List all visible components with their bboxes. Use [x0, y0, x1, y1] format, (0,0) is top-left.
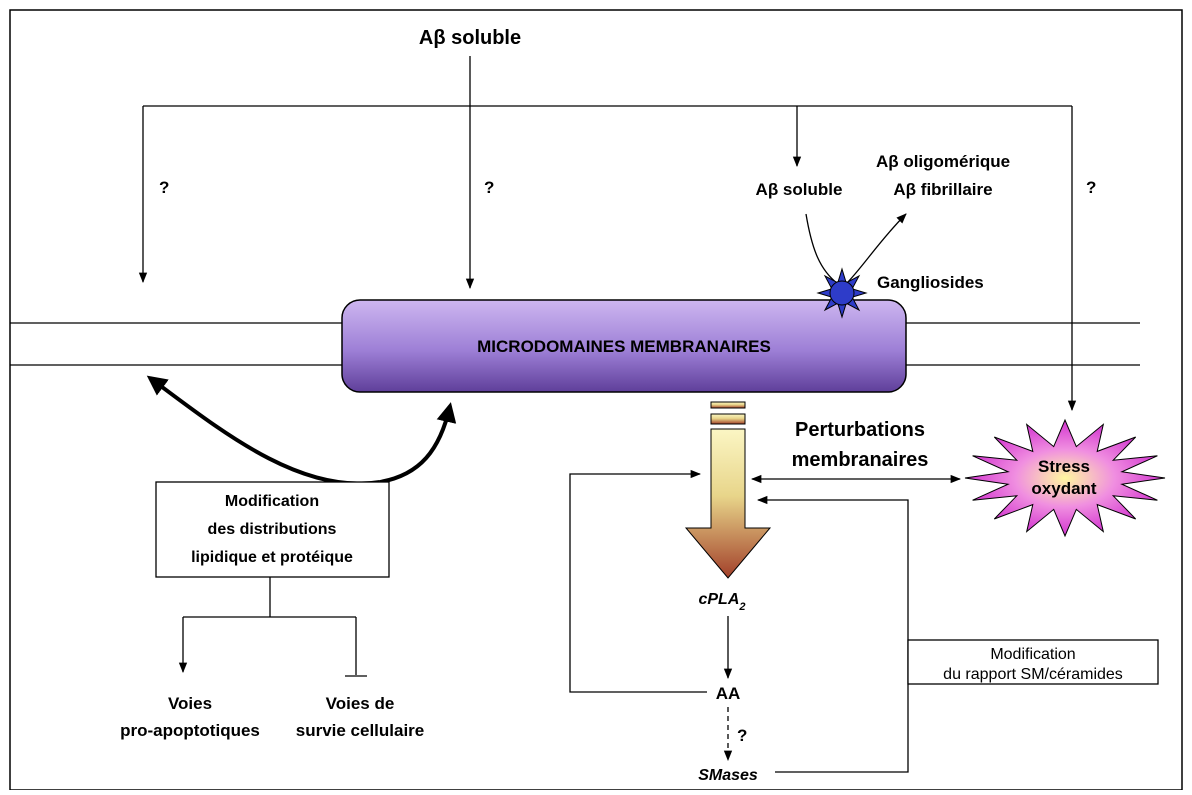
lipid-box-line-1: Modification [225, 493, 319, 510]
smases-feedback-arrow [756, 495, 909, 773]
lipid-box-line-3: lipidique et protéique [191, 549, 353, 566]
perturbation-label-line-2: membranaires [792, 449, 929, 471]
cpla2-label: cPLA2 [698, 591, 745, 613]
microdomain-raft [341, 299, 907, 393]
ganglioside-icon [816, 267, 868, 319]
lipid-distribution-box [155, 481, 390, 578]
ganglioside-to-aggregate-arrow [845, 213, 907, 285]
question-mark-left: ? [159, 178, 169, 197]
abeta-fibril-label: Aβ fibrillaire [893, 180, 992, 199]
signal-arrow-segment-1 [710, 401, 746, 409]
question-mark-center: ? [484, 178, 494, 197]
lipid-to-membrane-curved-arrow [146, 375, 381, 486]
stress-burst-icon [964, 418, 1166, 538]
lipid-to-raft-curved-arrow [379, 402, 457, 484]
top-abeta-label: Aβ soluble [419, 27, 521, 49]
sm-ceramide-box [907, 639, 1159, 685]
smases-label: SMases [698, 767, 758, 784]
proapoptotic-label-line-1: Voies [168, 694, 212, 713]
aa-feedback-arrow [569, 469, 707, 693]
aa-label: AA [716, 684, 741, 703]
stress-label-line-1: Stress [1038, 457, 1090, 476]
question-mark-right: ? [1086, 178, 1096, 197]
survival-label-line-2: survie cellulaire [296, 721, 425, 740]
proapoptotic-label-line-2: pro-apoptotiques [120, 721, 260, 740]
survival-label-line-1: Voies de [326, 694, 395, 713]
sm-box-line-1: Modification [990, 646, 1075, 663]
signal-big-arrow [684, 428, 772, 579]
microdomain-label: MICRODOMAINES MEMBRANAIRES [477, 337, 771, 356]
ganglioside-label: Gangliosides [877, 273, 984, 292]
signal-arrow-segment-2 [710, 413, 746, 425]
perturbation-label-line-1: Perturbations [795, 419, 925, 441]
sm-box-line-2: du rapport SM/céramides [943, 666, 1123, 683]
abeta-to-ganglioside-curve [805, 213, 839, 285]
abeta-soluble-local-label: Aβ soluble [756, 180, 843, 199]
aa-question-mark: ? [737, 726, 747, 745]
lipid-box-line-2: des distributions [208, 521, 337, 538]
abeta-oligomer-label: Aβ oligomérique [876, 152, 1010, 171]
stress-label-line-2: oxydant [1031, 479, 1097, 498]
